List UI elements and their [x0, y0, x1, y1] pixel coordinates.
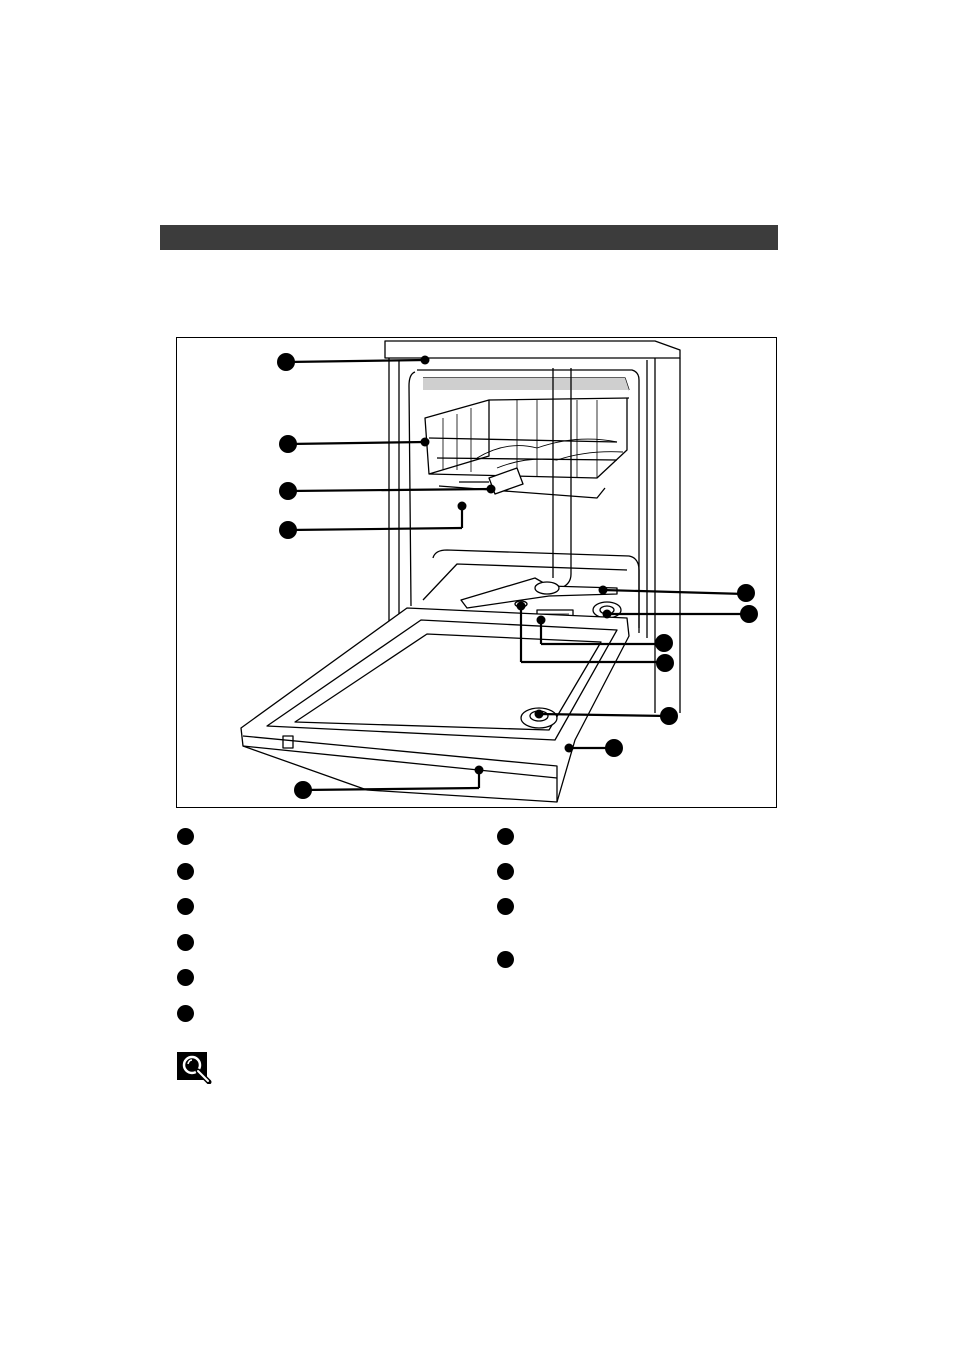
dishwasher-diagram	[176, 337, 777, 808]
legend-bullet	[497, 898, 514, 915]
callout-marker	[656, 654, 674, 672]
legend-bullet	[497, 951, 514, 968]
legend-bullet	[177, 969, 194, 986]
dishwasher-illustration	[240, 340, 758, 803]
legend-bullet	[177, 898, 194, 915]
callout-marker	[277, 353, 295, 371]
legend-bullet	[177, 828, 194, 845]
callout-marker	[655, 634, 673, 652]
legend-bullet	[177, 1005, 194, 1022]
legend-bullet	[497, 863, 514, 880]
callout-marker	[605, 739, 623, 757]
callout-marker	[279, 482, 297, 500]
section-header-bar	[160, 225, 778, 250]
legend-bullet	[177, 934, 194, 951]
callout-marker	[294, 781, 312, 799]
callout-marker	[279, 435, 297, 453]
callout-marker	[737, 584, 755, 602]
magnifier-icon	[177, 1052, 213, 1085]
legend-bullet	[497, 828, 514, 845]
callout-marker	[660, 707, 678, 725]
legend-bullet	[177, 863, 194, 880]
callout-marker	[740, 605, 758, 623]
callout-marker	[279, 521, 297, 539]
